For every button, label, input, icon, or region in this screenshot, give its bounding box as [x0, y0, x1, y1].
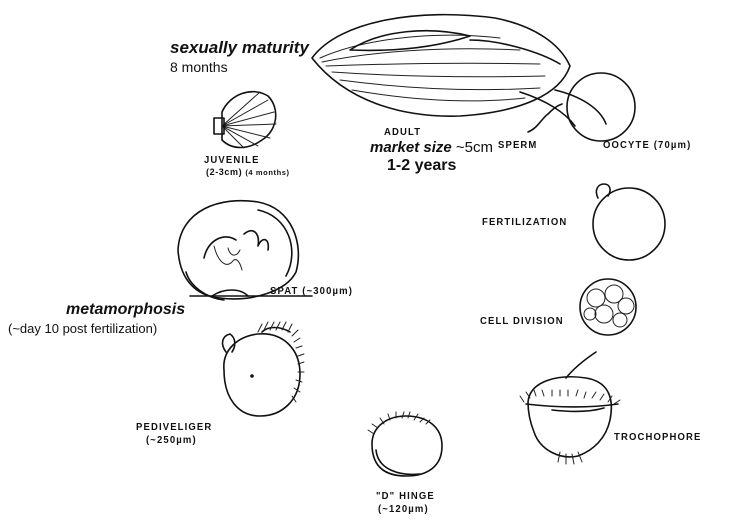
oocyte-illustration	[567, 73, 635, 141]
fertilized-egg-illustration	[593, 184, 665, 260]
market-size-value: ~5cm	[456, 139, 493, 156]
juvenile-scallop-illustration	[214, 92, 276, 148]
juvenile-size-line: (2-3cm) (4 months)	[206, 168, 290, 177]
juvenile-age-label: (4 months)	[245, 168, 289, 177]
adult-label: ADULT	[384, 128, 421, 139]
pediveliger-label: PEDIVELIGER	[136, 423, 212, 434]
market-size-line: market size ~5cm	[370, 140, 493, 156]
cell-division-label: CELL DIVISION	[480, 317, 564, 328]
d-hinge-size-label: (~120µm)	[378, 505, 429, 516]
trochophore-label: TROCHOPHORE	[614, 433, 701, 444]
cell-division-illustration	[580, 279, 636, 335]
pediveliger-illustration	[223, 322, 304, 416]
d-hinge-label: "D" HINGE	[376, 492, 435, 503]
metamorphosis-time-label: (~day 10 post fertilization)	[8, 322, 157, 336]
adult-clam-illustration	[312, 15, 606, 126]
d-hinge-illustration	[368, 412, 442, 476]
metamorphosis-label: metamorphosis	[66, 302, 185, 319]
sexual-maturity-label: sexually maturity	[170, 39, 309, 57]
juvenile-label: JUVENILE	[204, 156, 260, 167]
pediveliger-size-label: (~250µm)	[146, 436, 197, 447]
sperm-label: SPERM	[498, 141, 537, 152]
maturity-age-label: 8 months	[170, 60, 228, 75]
juvenile-size-label: (2-3cm)	[206, 167, 242, 177]
spat-label: SPAT (~300µm)	[270, 287, 353, 298]
trochophore-illustration	[520, 352, 620, 464]
adult-age-label: 1-2 years	[387, 158, 456, 175]
market-size-label: market size	[370, 139, 452, 156]
fertilization-label: FERTILIZATION	[482, 218, 567, 229]
oocyte-label: OOCYTE (70µm)	[603, 141, 691, 152]
